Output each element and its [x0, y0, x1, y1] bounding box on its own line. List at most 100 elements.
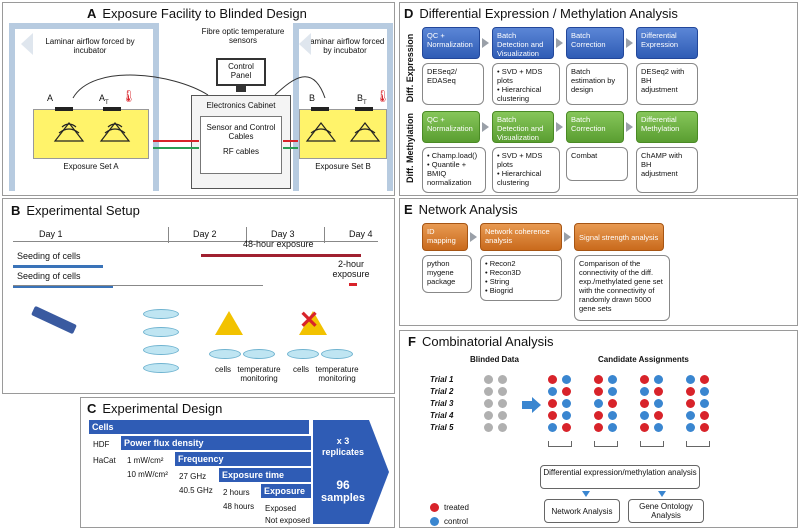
blinded-sample-dot — [498, 399, 507, 408]
legend-treated-dot — [430, 503, 439, 512]
blinded-data-label: Blinded Data — [470, 355, 519, 364]
treated-dot — [700, 423, 709, 432]
signal-strength-step: Signal strength analysis — [574, 223, 664, 251]
power-header: Power flux density — [121, 436, 311, 450]
antenna-b-icon — [311, 107, 329, 111]
time-1: 2 hours — [223, 488, 250, 497]
meth-step-3: Batch Correction — [566, 111, 624, 143]
exposure-48-bar — [201, 254, 361, 257]
coherence-step: Network coherence analysis — [480, 223, 562, 251]
assignment-bracket — [640, 441, 664, 447]
exposure-48-label: 48-hour exposure — [243, 239, 314, 249]
replicates-label: x 3 replicates — [321, 436, 365, 457]
antenna-bt-label: BT — [357, 93, 367, 106]
rf-cables-label: RF cables — [222, 147, 259, 156]
fibre-optic-label: Fibre optic temperature sensors — [201, 27, 285, 45]
control-panel: Control Panel — [216, 58, 266, 86]
temp-label-1: temperature monitoring — [237, 365, 281, 383]
cables — [72, 74, 326, 149]
control-dot — [686, 423, 695, 432]
treated-dot — [640, 399, 649, 408]
horn-antennas-a — [53, 122, 131, 142]
treated-dot — [548, 399, 557, 408]
dish-sham-temp — [321, 349, 353, 359]
time-2: 48 hours — [223, 502, 255, 511]
control-dot — [562, 399, 571, 408]
assignment-bracket — [594, 441, 618, 447]
samples-label: samples — [320, 492, 366, 504]
treated-dot — [654, 387, 663, 396]
blinded-sample-dot — [498, 423, 507, 432]
seeding-bar-2 — [13, 285, 113, 288]
network-analysis-box: Network Analysis — [544, 499, 620, 523]
monitor-stand — [236, 86, 246, 92]
treated-dot — [594, 423, 603, 432]
treated-dot — [700, 375, 709, 384]
meth-arrow-1 — [482, 122, 489, 132]
treated-dot — [700, 411, 709, 420]
control-dot — [640, 411, 649, 420]
expr-step-3: Batch Correction — [566, 27, 624, 59]
control-dot — [548, 423, 557, 432]
meth-detail-2: • SVD + MDS plots• Hierarchical clusteri… — [492, 147, 560, 193]
dish-sham-cells — [287, 349, 319, 359]
candidate-dots — [548, 375, 748, 447]
antenna-at-label: AT — [99, 93, 109, 106]
antenna-a-label: A — [47, 93, 54, 103]
expr-step-1: QC + Normalization — [422, 27, 480, 59]
hacat-label: HaCat — [93, 456, 116, 465]
antenna-at-icon — [103, 107, 121, 111]
treated-dot — [686, 399, 695, 408]
seeding-label-2: Seeding of cells — [17, 271, 81, 281]
trial-labels: Trial 1 Trial 2 Trial 3 Trial 4 Trial 5 — [430, 375, 453, 435]
meth-arrow-2 — [556, 122, 563, 132]
row-label-methylation: Diff. Methylation — [405, 113, 415, 183]
frequency-header: Frequency — [175, 452, 311, 466]
expr-step-2: Batch Detection and Visualization — [492, 27, 554, 59]
expr-arrow-1 — [482, 38, 489, 48]
petri-dish-1 — [143, 309, 179, 319]
result-arrow-head — [369, 420, 389, 524]
legend-control-label: control — [444, 517, 469, 526]
petri-dish-4 — [143, 363, 179, 373]
set-a-label: Exposure Set A — [63, 162, 119, 171]
net-arrow-1 — [470, 232, 477, 242]
control-dot — [562, 375, 571, 384]
treated-dot — [686, 387, 695, 396]
seeding-bar-1 — [13, 265, 103, 268]
thermometer-b-icon: 🌡 — [375, 89, 391, 103]
trial-1-label: Trial 1 — [430, 375, 454, 384]
seeding-label-1: Seeding of cells — [17, 251, 81, 261]
meth-step-4: Differential Methylation — [636, 111, 698, 143]
exposure-set-a — [33, 109, 149, 159]
day-3: Day 3 — [271, 229, 295, 239]
control-dot — [700, 387, 709, 396]
hdf-label: HDF — [93, 440, 110, 449]
treated-dot — [640, 375, 649, 384]
antenna-bt-icon — [355, 107, 373, 111]
treated-dot — [608, 399, 617, 408]
expr-step-4: Differential Expression — [636, 27, 698, 59]
radiation-warning-icon — [215, 311, 243, 335]
cells-label-1: cells — [215, 365, 232, 374]
power-1: 1 mW/cm² — [127, 456, 164, 465]
assignment-bracket — [686, 441, 710, 447]
blinded-sample-dot — [498, 411, 507, 420]
control-dot — [700, 399, 709, 408]
petri-dish-3 — [143, 345, 179, 355]
coherence-detail: • Recon2• Recon3D• String• Biogrid — [480, 255, 562, 301]
blinded-sample-dot — [484, 423, 493, 432]
control-dot — [608, 387, 617, 396]
id-mapping-step: ID mapping — [422, 223, 468, 251]
treated-dot — [562, 423, 571, 432]
antenna-a-icon — [55, 107, 73, 111]
diff-analysis-box: Differential expression/methylation anal… — [540, 465, 700, 489]
control-dot — [654, 375, 663, 384]
